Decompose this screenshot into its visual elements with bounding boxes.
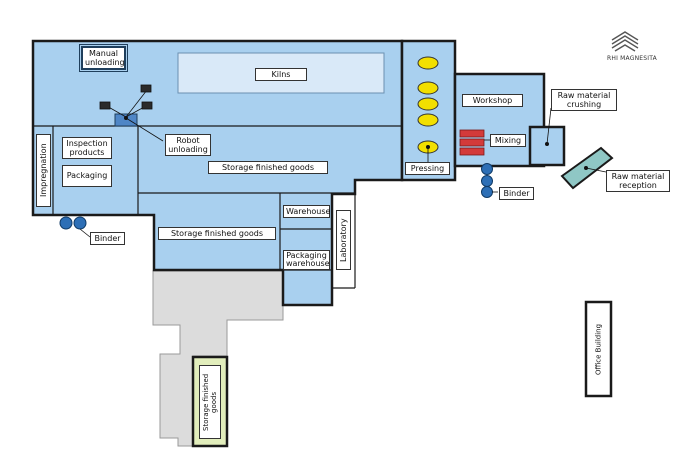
binder-tank-r3 [481,186,493,198]
label-warehouse: Warehouse [283,205,330,218]
label-binder-left: Binder [90,232,125,245]
label-laboratory: Laboratory [336,210,351,270]
label-storage-finished-goods-main: Storage finished goods [208,161,328,174]
binder-tank-r1 [481,163,493,175]
annex-building [152,270,284,447]
mixers [459,129,491,156]
logo-name: RHI MAGNESITA [607,55,657,62]
office-building [584,300,613,398]
label-binder-right: Binder [499,187,534,200]
binder-tank-l2 [73,216,87,230]
label-robot-unloading: Robot unloading [165,134,211,156]
logo-mark [611,31,639,52]
label-packaging-warehouse: Packaging warehouse [283,250,330,270]
robot-station-3 [141,101,153,110]
inner-walls [33,125,402,289]
label-workshop: Workshop [462,94,523,107]
label-packaging: Packaging [62,165,112,187]
label-storage-finished-goods-lower: Storage finished goods [158,227,276,240]
binder-tanks-left [59,216,91,238]
label-kilns: Kilns [255,68,307,81]
label-mixing: Mixing [490,134,526,147]
robot-station-1 [140,84,152,93]
press-2 [417,81,439,95]
label-raw-material-crushing: Raw material crushing [551,89,617,111]
press-4 [417,113,439,127]
label-manual-unloading: Manual unloading [79,44,128,72]
press-3 [417,97,439,111]
binder-tank-r2 [481,175,493,187]
mixer-2 [459,138,485,147]
label-pressing: Pressing [405,162,450,175]
presses [417,56,439,162]
binder-tanks-right [481,163,498,198]
label-office-building: Office Building [594,323,603,375]
label-storage-finished-goods-annex: Storage finished goods [199,365,221,439]
label-inspection-products: Inspection products [62,137,112,159]
press-1 [417,56,439,70]
robot-cell [99,84,164,142]
robot-station-2 [99,101,111,110]
label-impregnation: Impregnation [36,134,51,207]
mixer-1 [459,129,485,138]
mixer-3 [459,147,485,156]
label-raw-material-reception: Raw material reception [606,170,670,192]
binder-tank-l1 [59,216,73,230]
